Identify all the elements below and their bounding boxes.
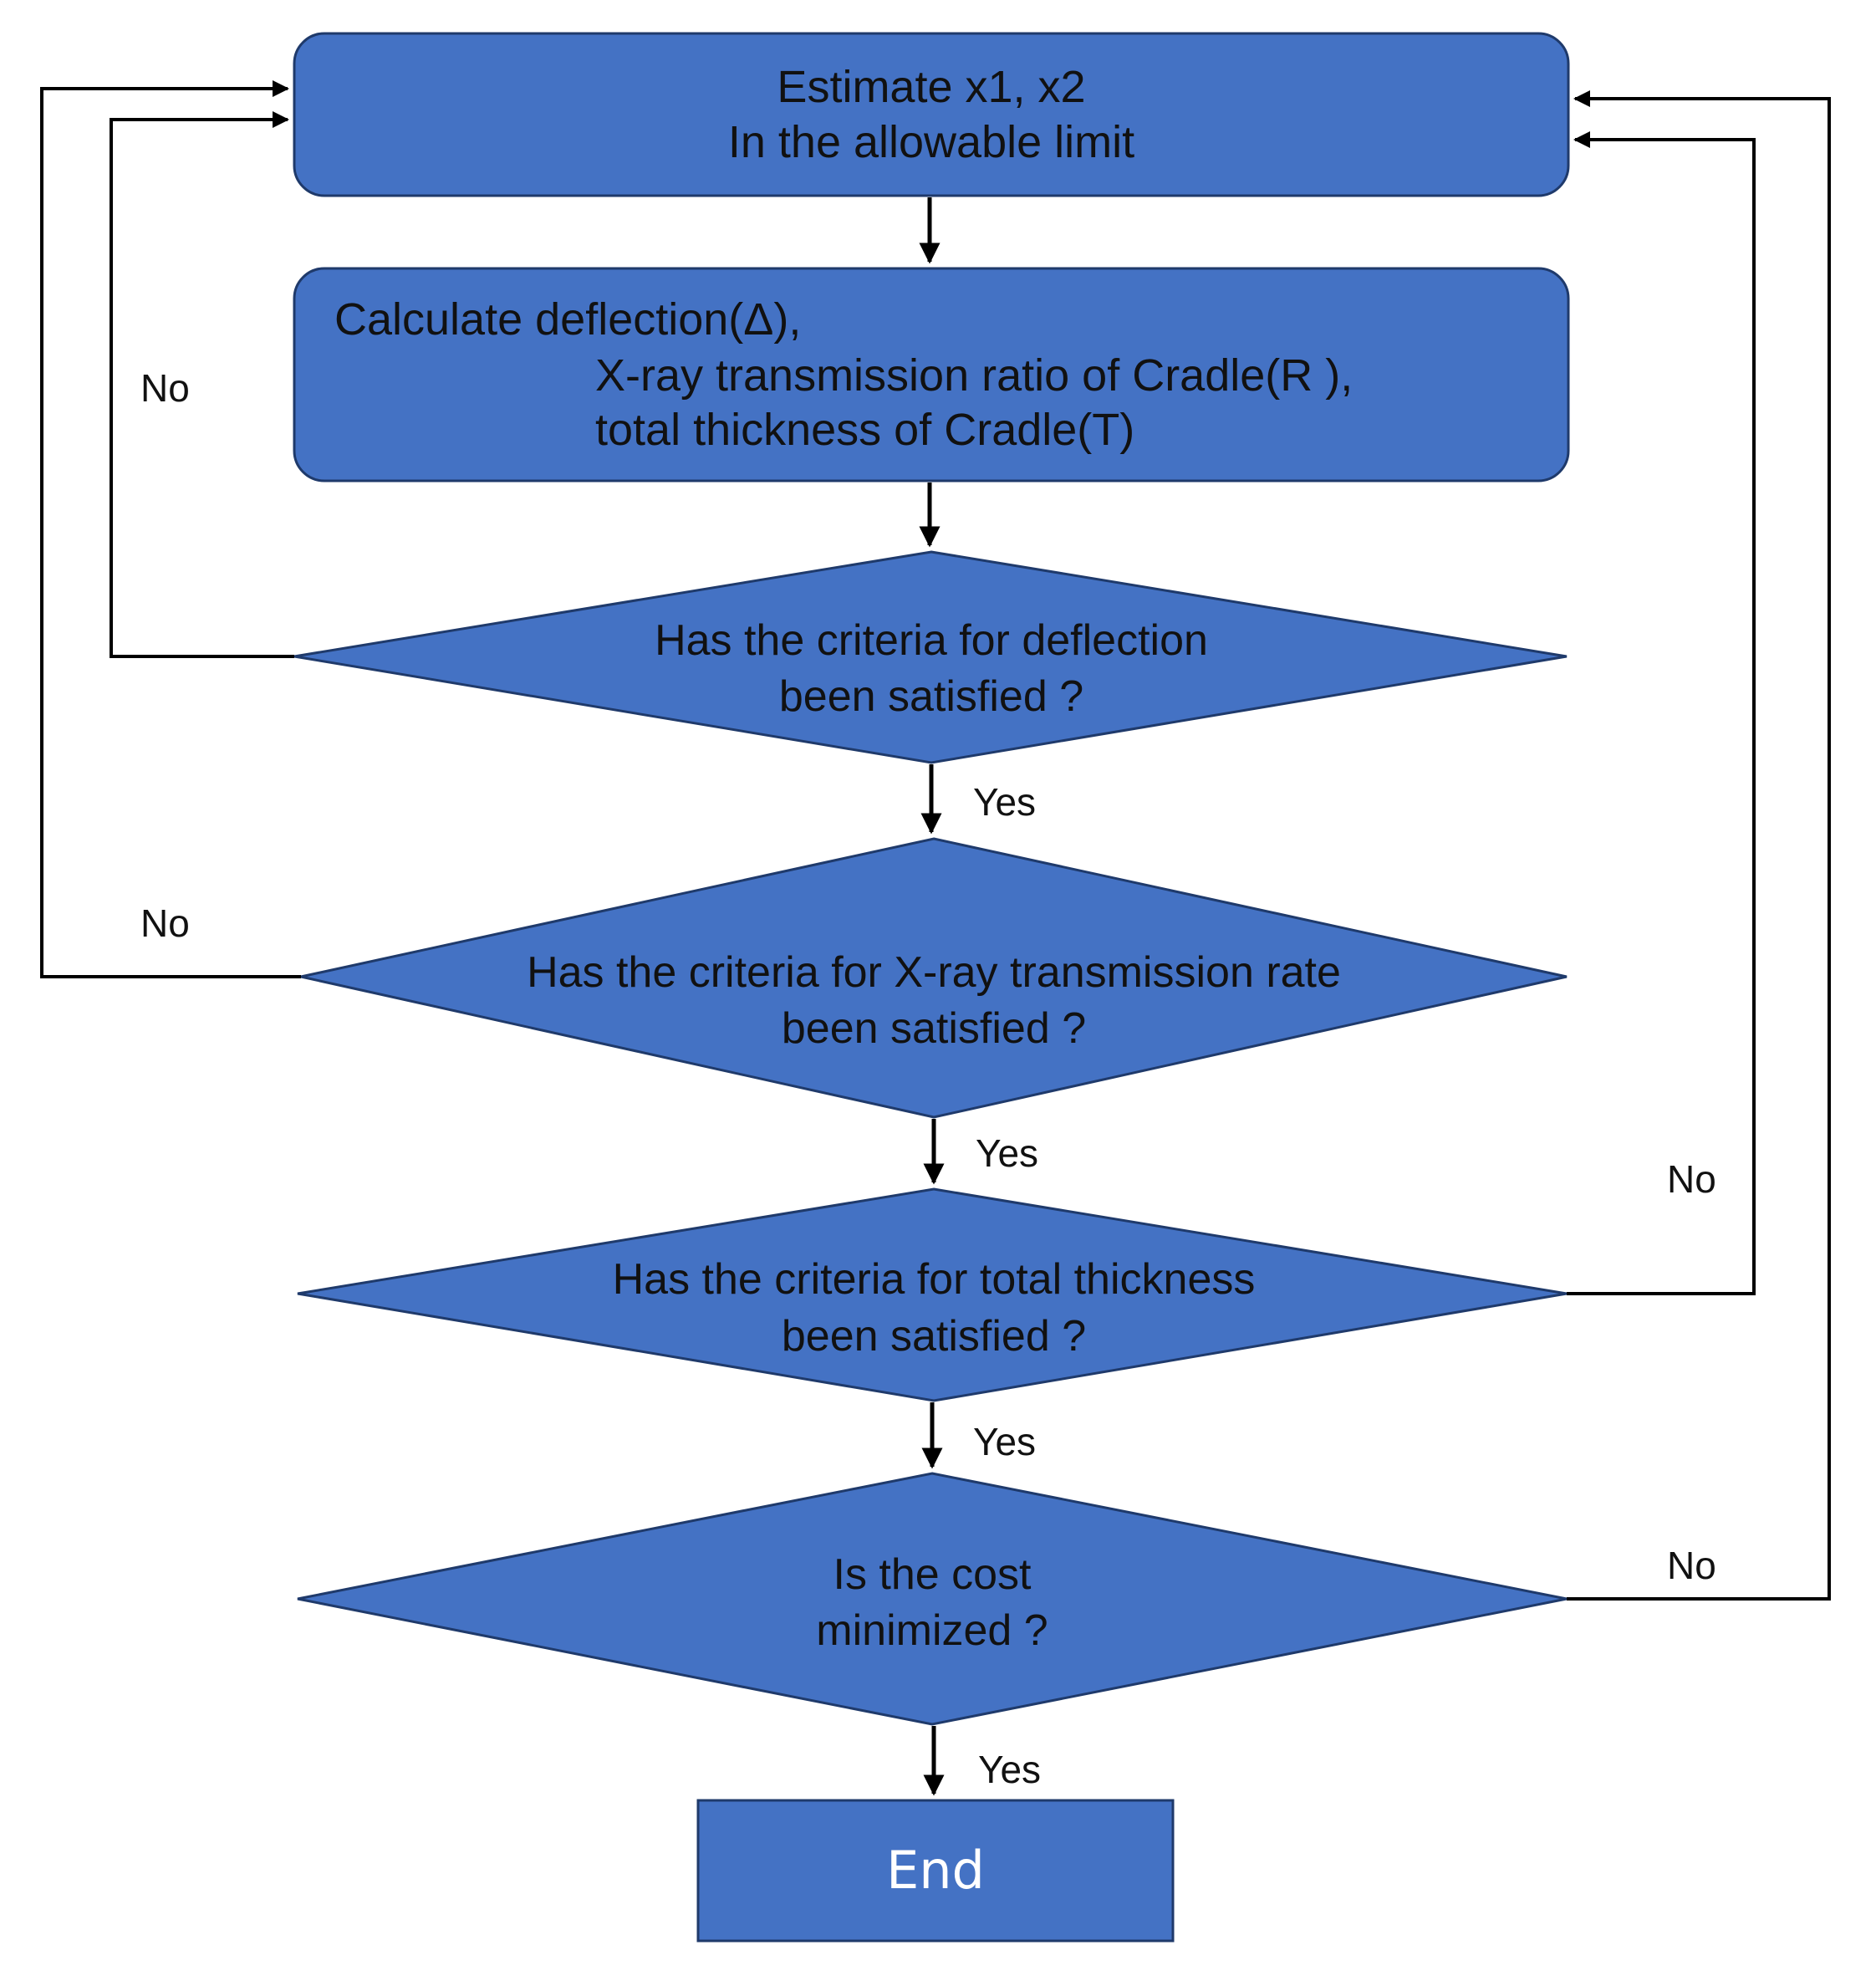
calculate-line3: total thickness of Cradle(T): [595, 405, 1134, 455]
label-no-thickness: No: [1667, 1157, 1716, 1201]
loop-xray-no: [40, 80, 301, 978]
label-yes-thickness: Yes: [973, 1420, 1036, 1463]
label-no-cost: No: [1667, 1544, 1716, 1587]
decision-cost-diamond: [297, 1472, 1568, 1726]
calculate-line1: Calculate deflection(Δ),: [334, 294, 801, 345]
loop-thickness-no: [1567, 131, 1756, 1295]
decision-cost-line2: minimized ?: [816, 1606, 1048, 1655]
decision-xray-line2: been satisfied ?: [782, 1004, 1086, 1053]
decision-deflection-diamond: [293, 550, 1568, 764]
calculate-box: [293, 267, 1570, 482]
label-no-deflection: No: [140, 366, 190, 410]
end-box: [696, 1799, 1175, 1943]
estimate-line1: Estimate x1, x2: [777, 62, 1085, 112]
label-yes-deflection: Yes: [973, 780, 1036, 824]
decision-thickness-line2: been satisfied ?: [782, 1312, 1086, 1361]
loop-cost-no: [1567, 90, 1831, 1601]
decision-cost-line1: Is the cost: [833, 1550, 1032, 1599]
decision-thickness-line1: Has the criteria for total thickness: [613, 1255, 1256, 1304]
decision-deflection-line1: Has the criteria for deflection: [655, 616, 1208, 665]
label-yes-xray: Yes: [976, 1131, 1038, 1175]
label-no-xray: No: [140, 901, 190, 945]
label-yes-cost: Yes: [978, 1748, 1041, 1791]
end-label: End: [886, 1840, 985, 1901]
decision-xray-diamond: [300, 837, 1568, 1119]
decision-thickness-diamond: [297, 1187, 1568, 1402]
loop-deflection-no: [110, 111, 294, 658]
estimate-box: [293, 32, 1570, 197]
decision-xray-line1: Has the criteria for X-ray transmission …: [527, 948, 1341, 997]
calculate-line2: X-ray transmission ratio of Cradle(R ),: [595, 350, 1353, 401]
estimate-line2: In the allowable limit: [728, 117, 1134, 167]
decision-deflection-line2: been satisfied ?: [779, 672, 1083, 721]
